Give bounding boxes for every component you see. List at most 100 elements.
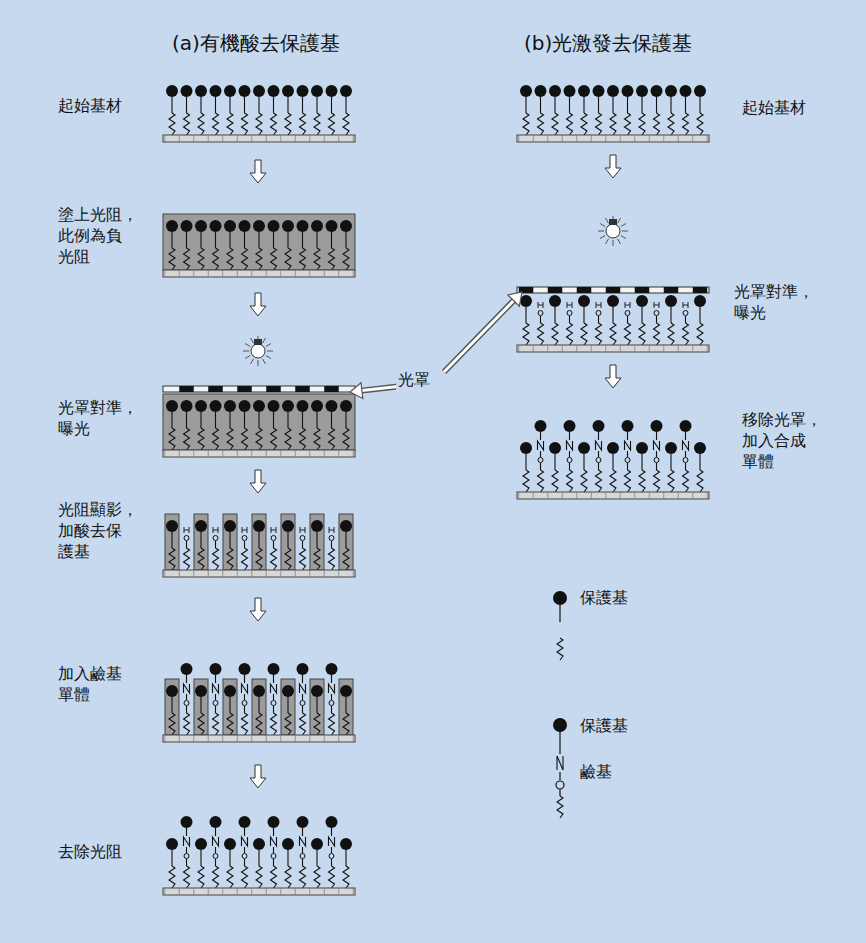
- drawing-part: [591, 345, 592, 352]
- drawing-part: [287, 232, 288, 248]
- o-atom: [596, 458, 601, 463]
- drawing-part: [302, 706, 303, 713]
- drawing-part: [598, 451, 599, 457]
- protecting-group: [268, 663, 280, 675]
- drawing-part: [266, 356, 271, 359]
- drawing-part: [345, 97, 346, 113]
- drawing-part: [345, 232, 346, 248]
- drawing-part: [625, 113, 631, 135]
- drawing-part: [309, 570, 310, 577]
- drawing-part: [242, 428, 248, 450]
- drawing-part: [213, 866, 219, 888]
- step-arrow: [605, 365, 621, 388]
- protecting-group: [665, 295, 677, 307]
- substrate: [163, 135, 355, 142]
- protecting-group: [166, 400, 178, 412]
- drawing-part: [208, 270, 209, 277]
- drawing-part: [186, 541, 187, 548]
- substrate-stage: [517, 420, 709, 499]
- callout-arrow: [350, 383, 402, 399]
- protecting-group: [282, 520, 294, 532]
- drawing-part: [266, 344, 271, 347]
- legend-label: 保護基: [580, 716, 628, 737]
- drawing-part: [552, 113, 558, 135]
- drawing-part: [244, 412, 245, 428]
- drawing-part: [649, 345, 650, 352]
- drawing-part: [213, 527, 218, 533]
- drawing-part: [610, 323, 616, 345]
- protecting-group: [311, 400, 323, 412]
- step-arrow: [605, 155, 621, 178]
- drawing-part: [251, 570, 252, 577]
- mask-opaque: [324, 386, 339, 392]
- protecting-group: [297, 400, 309, 412]
- drawing-part: [553, 591, 567, 605]
- drawing-part: [314, 113, 320, 135]
- protecting-group: [311, 520, 323, 532]
- drawing-part: [540, 451, 541, 457]
- drawing-part: [287, 532, 288, 548]
- drawing-part: [329, 866, 335, 888]
- drawing-part: [295, 570, 296, 577]
- drawing-part: [314, 428, 320, 450]
- hydroxyl: [300, 536, 305, 541]
- drawing-part: [559, 789, 560, 796]
- drawing-part: [169, 248, 175, 270]
- drawing-part: [266, 135, 267, 142]
- drawing-part: [625, 470, 631, 492]
- step-label: 加入鹼基 單體: [58, 664, 122, 706]
- drawing-part: [245, 344, 250, 347]
- drawing-part: [556, 781, 564, 789]
- drawing-part: [193, 888, 194, 895]
- drawing-part: [198, 548, 204, 570]
- drawing-part: [266, 450, 267, 457]
- step-arrow: [250, 293, 266, 316]
- drawing-part: [610, 113, 616, 135]
- drawing-part: [244, 675, 245, 683]
- drawing-part: [345, 850, 346, 866]
- o-atom: [683, 458, 688, 463]
- drawing-part: [538, 302, 543, 308]
- drawing-part: [343, 113, 349, 135]
- drawing-part: [295, 270, 296, 277]
- drawing-part: [324, 570, 325, 577]
- drawing-part: [670, 97, 671, 113]
- drawing-part: [314, 866, 320, 888]
- protecting-group: [282, 220, 294, 232]
- mask-opaque: [664, 287, 679, 293]
- drawing-part: [581, 470, 587, 492]
- protecting-group: [651, 420, 663, 432]
- drawing-part: [237, 570, 238, 577]
- drawing-part: [533, 345, 534, 352]
- drawing-part: [287, 697, 288, 713]
- drawing-part: [547, 492, 548, 499]
- drawing-part: [353, 270, 354, 277]
- photomask: [163, 386, 355, 392]
- drawing-part: [699, 307, 700, 323]
- protecting-group: [607, 85, 619, 97]
- drawing-part: [576, 135, 577, 142]
- protecting-group: [181, 220, 193, 232]
- drawing-part: [300, 113, 306, 135]
- drawing-part: [538, 323, 544, 345]
- drawing-part: [200, 850, 201, 866]
- drawing-part: [598, 231, 604, 232]
- substrate: [517, 492, 709, 499]
- protecting-group: [195, 400, 207, 412]
- drawing-part: [707, 492, 708, 499]
- drawing-part: [612, 454, 613, 470]
- drawing-part: [683, 470, 689, 492]
- drawing-part: [215, 847, 216, 853]
- drawing-part: [302, 412, 303, 428]
- substrate: [517, 135, 709, 142]
- drawing-part: [552, 470, 558, 492]
- legend-sample: [553, 591, 567, 660]
- drawing-part: [683, 323, 689, 345]
- drawing-part: [641, 454, 642, 470]
- drawing-part: [200, 532, 201, 548]
- drawing-part: [576, 345, 577, 352]
- protecting-group: [607, 442, 619, 454]
- drawing-part: [213, 113, 219, 135]
- drawing-part: [685, 451, 686, 457]
- photoresist: [339, 679, 353, 735]
